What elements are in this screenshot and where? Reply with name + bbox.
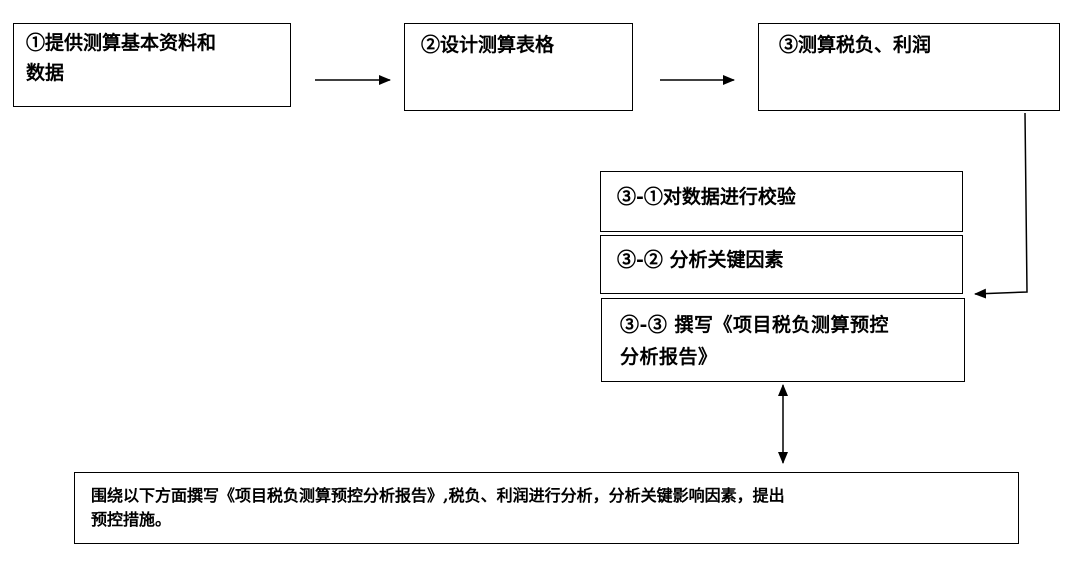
substep-3-1-line-1: ③-①对数据进行校验: [617, 186, 796, 208]
report-note-line-2: 预控措施。: [91, 510, 172, 529]
substep-3-3-line-1: ③-③ 撰写《项目税负测算预控: [620, 314, 890, 336]
report-note-box: 围绕以下方面撰写《项目税负测算预控分析报告》,税负、利润进行分析，分析关键影响因…: [74, 472, 1019, 544]
arrow-step-3-to-substeps: [974, 112, 1028, 299]
step-3-box: ③测算税负、利润: [758, 23, 1060, 111]
step-1-box: ①提供测算基本资料和 数据: [13, 23, 291, 107]
substep-3-2-line-1: ③-② 分析关键因素: [617, 249, 784, 271]
substep-3-3-line-2: 分析报告》: [620, 346, 718, 368]
substep-3-2-box: ③-② 分析关键因素: [600, 235, 963, 294]
report-note-line-1: 围绕以下方面撰写《项目税负测算预控分析报告》,税负、利润进行分析，分析关键影响因…: [91, 486, 785, 505]
step-3-line-1: ③测算税负、利润: [779, 34, 932, 56]
substep-3-1-box: ③-①对数据进行校验: [600, 171, 963, 232]
step-2-line-1: ②设计测算表格: [421, 34, 555, 56]
substep-3-3-box: ③-③ 撰写《项目税负测算预控 分析报告》: [601, 298, 965, 382]
step-1-line-2: 数据: [26, 62, 65, 84]
step-1-line-1: ①提供测算基本资料和: [26, 32, 217, 54]
step-2-box: ②设计测算表格: [404, 23, 633, 111]
